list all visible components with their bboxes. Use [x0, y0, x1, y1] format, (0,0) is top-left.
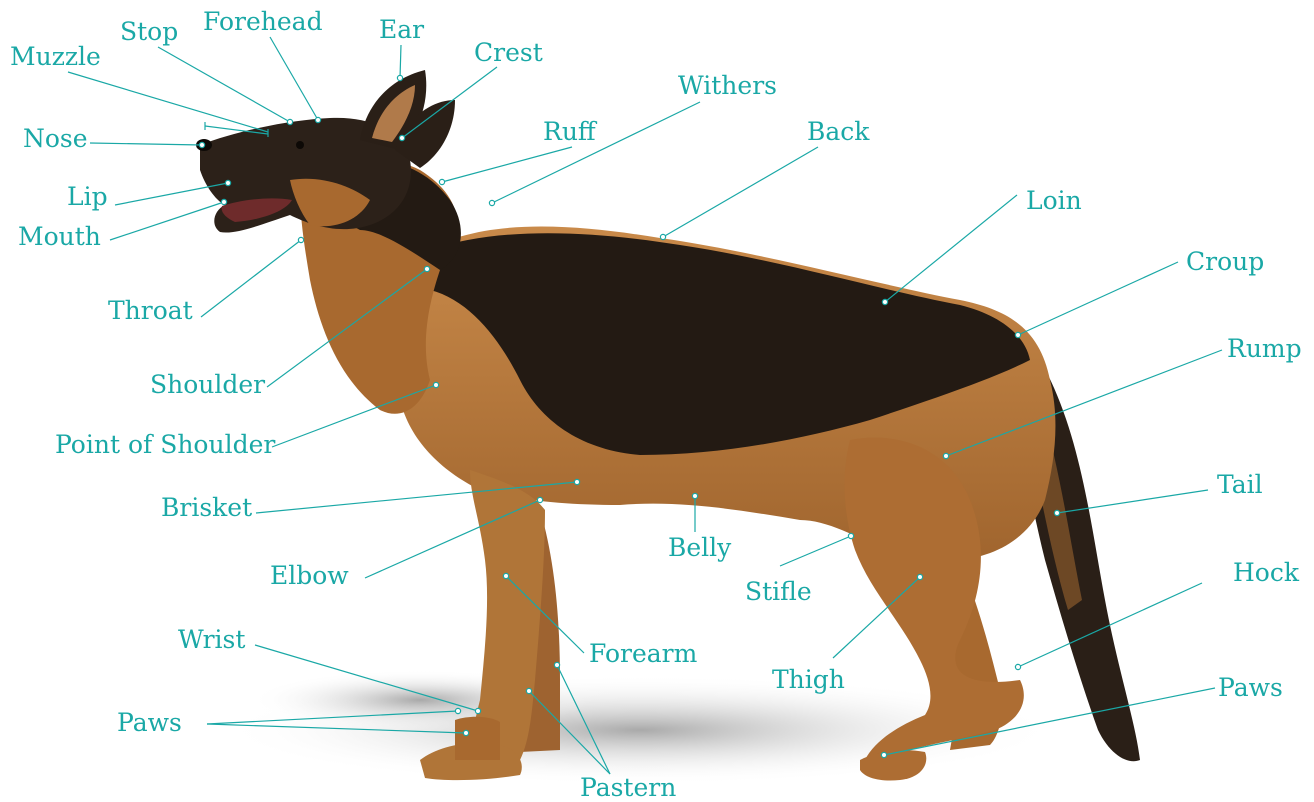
label-shoulder: Shoulder	[150, 370, 265, 399]
label-ruff: Ruff	[543, 117, 598, 146]
label-paws-front: Paws	[117, 708, 182, 737]
label-withers: Withers	[678, 71, 777, 100]
label-lip: Lip	[67, 182, 108, 211]
label-tail: Tail	[1217, 470, 1263, 499]
label-loin: Loin	[1026, 186, 1082, 215]
label-belly: Belly	[668, 533, 732, 562]
label-stop: Stop	[120, 17, 178, 46]
label-wrist: Wrist	[178, 625, 245, 654]
label-ear: Ear	[379, 15, 424, 44]
label-rump: Rump	[1227, 334, 1302, 363]
label-crest: Crest	[474, 38, 543, 67]
label-pastern: Pastern	[580, 773, 676, 802]
label-thigh: Thigh	[772, 665, 845, 694]
label-elbow: Elbow	[270, 561, 349, 590]
label-point-of-shoulder: Point of Shoulder	[55, 430, 275, 459]
label-muzzle: Muzzle	[10, 42, 101, 71]
label-stifle: Stifle	[745, 577, 812, 606]
label-back: Back	[807, 117, 870, 146]
label-forehead: Forehead	[203, 7, 323, 36]
label-hock: Hock	[1233, 558, 1300, 587]
label-paws-rear: Paws	[1218, 673, 1283, 702]
label-forearm: Forearm	[589, 639, 698, 668]
label-mouth: Mouth	[18, 222, 101, 251]
label-croup: Croup	[1186, 247, 1264, 276]
label-nose: Nose	[23, 124, 88, 153]
label-brisket: Brisket	[161, 493, 252, 522]
label-throat: Throat	[108, 296, 193, 325]
